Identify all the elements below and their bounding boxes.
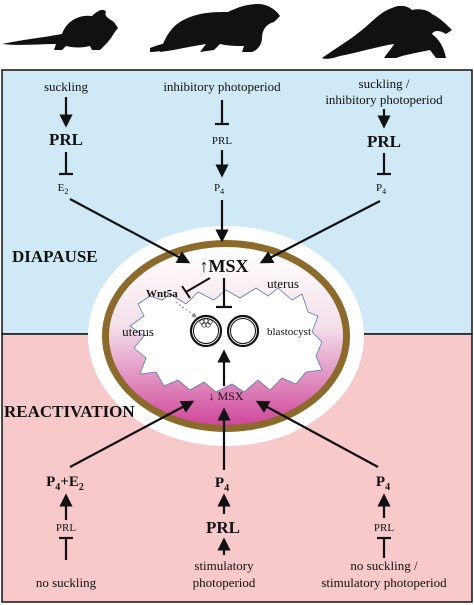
blastocyst-right [226, 314, 260, 348]
top-col1-effector: E2 [58, 182, 69, 196]
uterine-lumen [129, 287, 323, 393]
top-col2-effector: P4 [214, 182, 224, 196]
wnt5a-label: Wnt5a [146, 288, 178, 300]
bottom-col2-hormone: PRL [206, 518, 240, 537]
bottom-col1-arrow-2 [69, 400, 195, 468]
bottom-col2-effector: P4 [215, 475, 229, 494]
bottom-col1-effector: P4+E2 [46, 474, 84, 493]
top-col1-hormone: PRL [49, 130, 83, 149]
mink-silhouette [150, 4, 280, 52]
uterus-left-label: uterus [122, 324, 154, 339]
top-col3-arrow-2 [259, 200, 381, 264]
uterus-right-label: uterus [267, 276, 299, 291]
diapause-label: DIAPAUSE [12, 247, 98, 266]
msx-wnt-inhibit-bar [181, 285, 191, 299]
top-col3-stimulus-line2: inhibitory photoperiod [325, 92, 443, 107]
reactivation-label: REACTIVATION [4, 402, 135, 421]
bottom-col3-stimulus-line2: stimulatory photoperiod [321, 575, 447, 590]
blastocyst-label: blastocyst [267, 326, 311, 338]
wnt-to-blastocyst-dashed [175, 301, 197, 318]
top-col1-arrow-2 [69, 198, 191, 264]
bottom-col1-hormone: PRL [56, 522, 76, 534]
top-col1-stimulus: suckling [44, 79, 89, 94]
wallaby-silhouette [322, 5, 452, 59]
top-col3-stimulus-line1: suckling / [359, 76, 410, 91]
msx-down-label: ↓ MSX [208, 389, 243, 403]
bottom-col2-stimulus-line1: stimulatory [194, 558, 254, 573]
bottom-col3-hormone: PRL [374, 522, 394, 534]
bottom-col3-effector: P4 [376, 474, 390, 493]
blastocyst-left [189, 314, 223, 348]
bottom-col3-stimulus-line1: no suckling / [350, 558, 418, 573]
top-col3-effector: P4 [376, 182, 386, 196]
bottom-col3-arrow-2 [255, 400, 379, 468]
mouse-silhouette [2, 9, 118, 50]
msx-up-label: ↑MSX [200, 256, 249, 276]
top-col3-hormone: PRL [367, 132, 401, 151]
bottom-col1-stimulus: no suckling [36, 575, 97, 590]
msx-wnt-inhibit [185, 277, 211, 293]
top-col2-stimulus: inhibitory photoperiod [163, 79, 281, 94]
bottom-col2-stimulus-line2: photoperiod [193, 575, 256, 590]
top-col2-hormone: PRL [212, 135, 232, 147]
